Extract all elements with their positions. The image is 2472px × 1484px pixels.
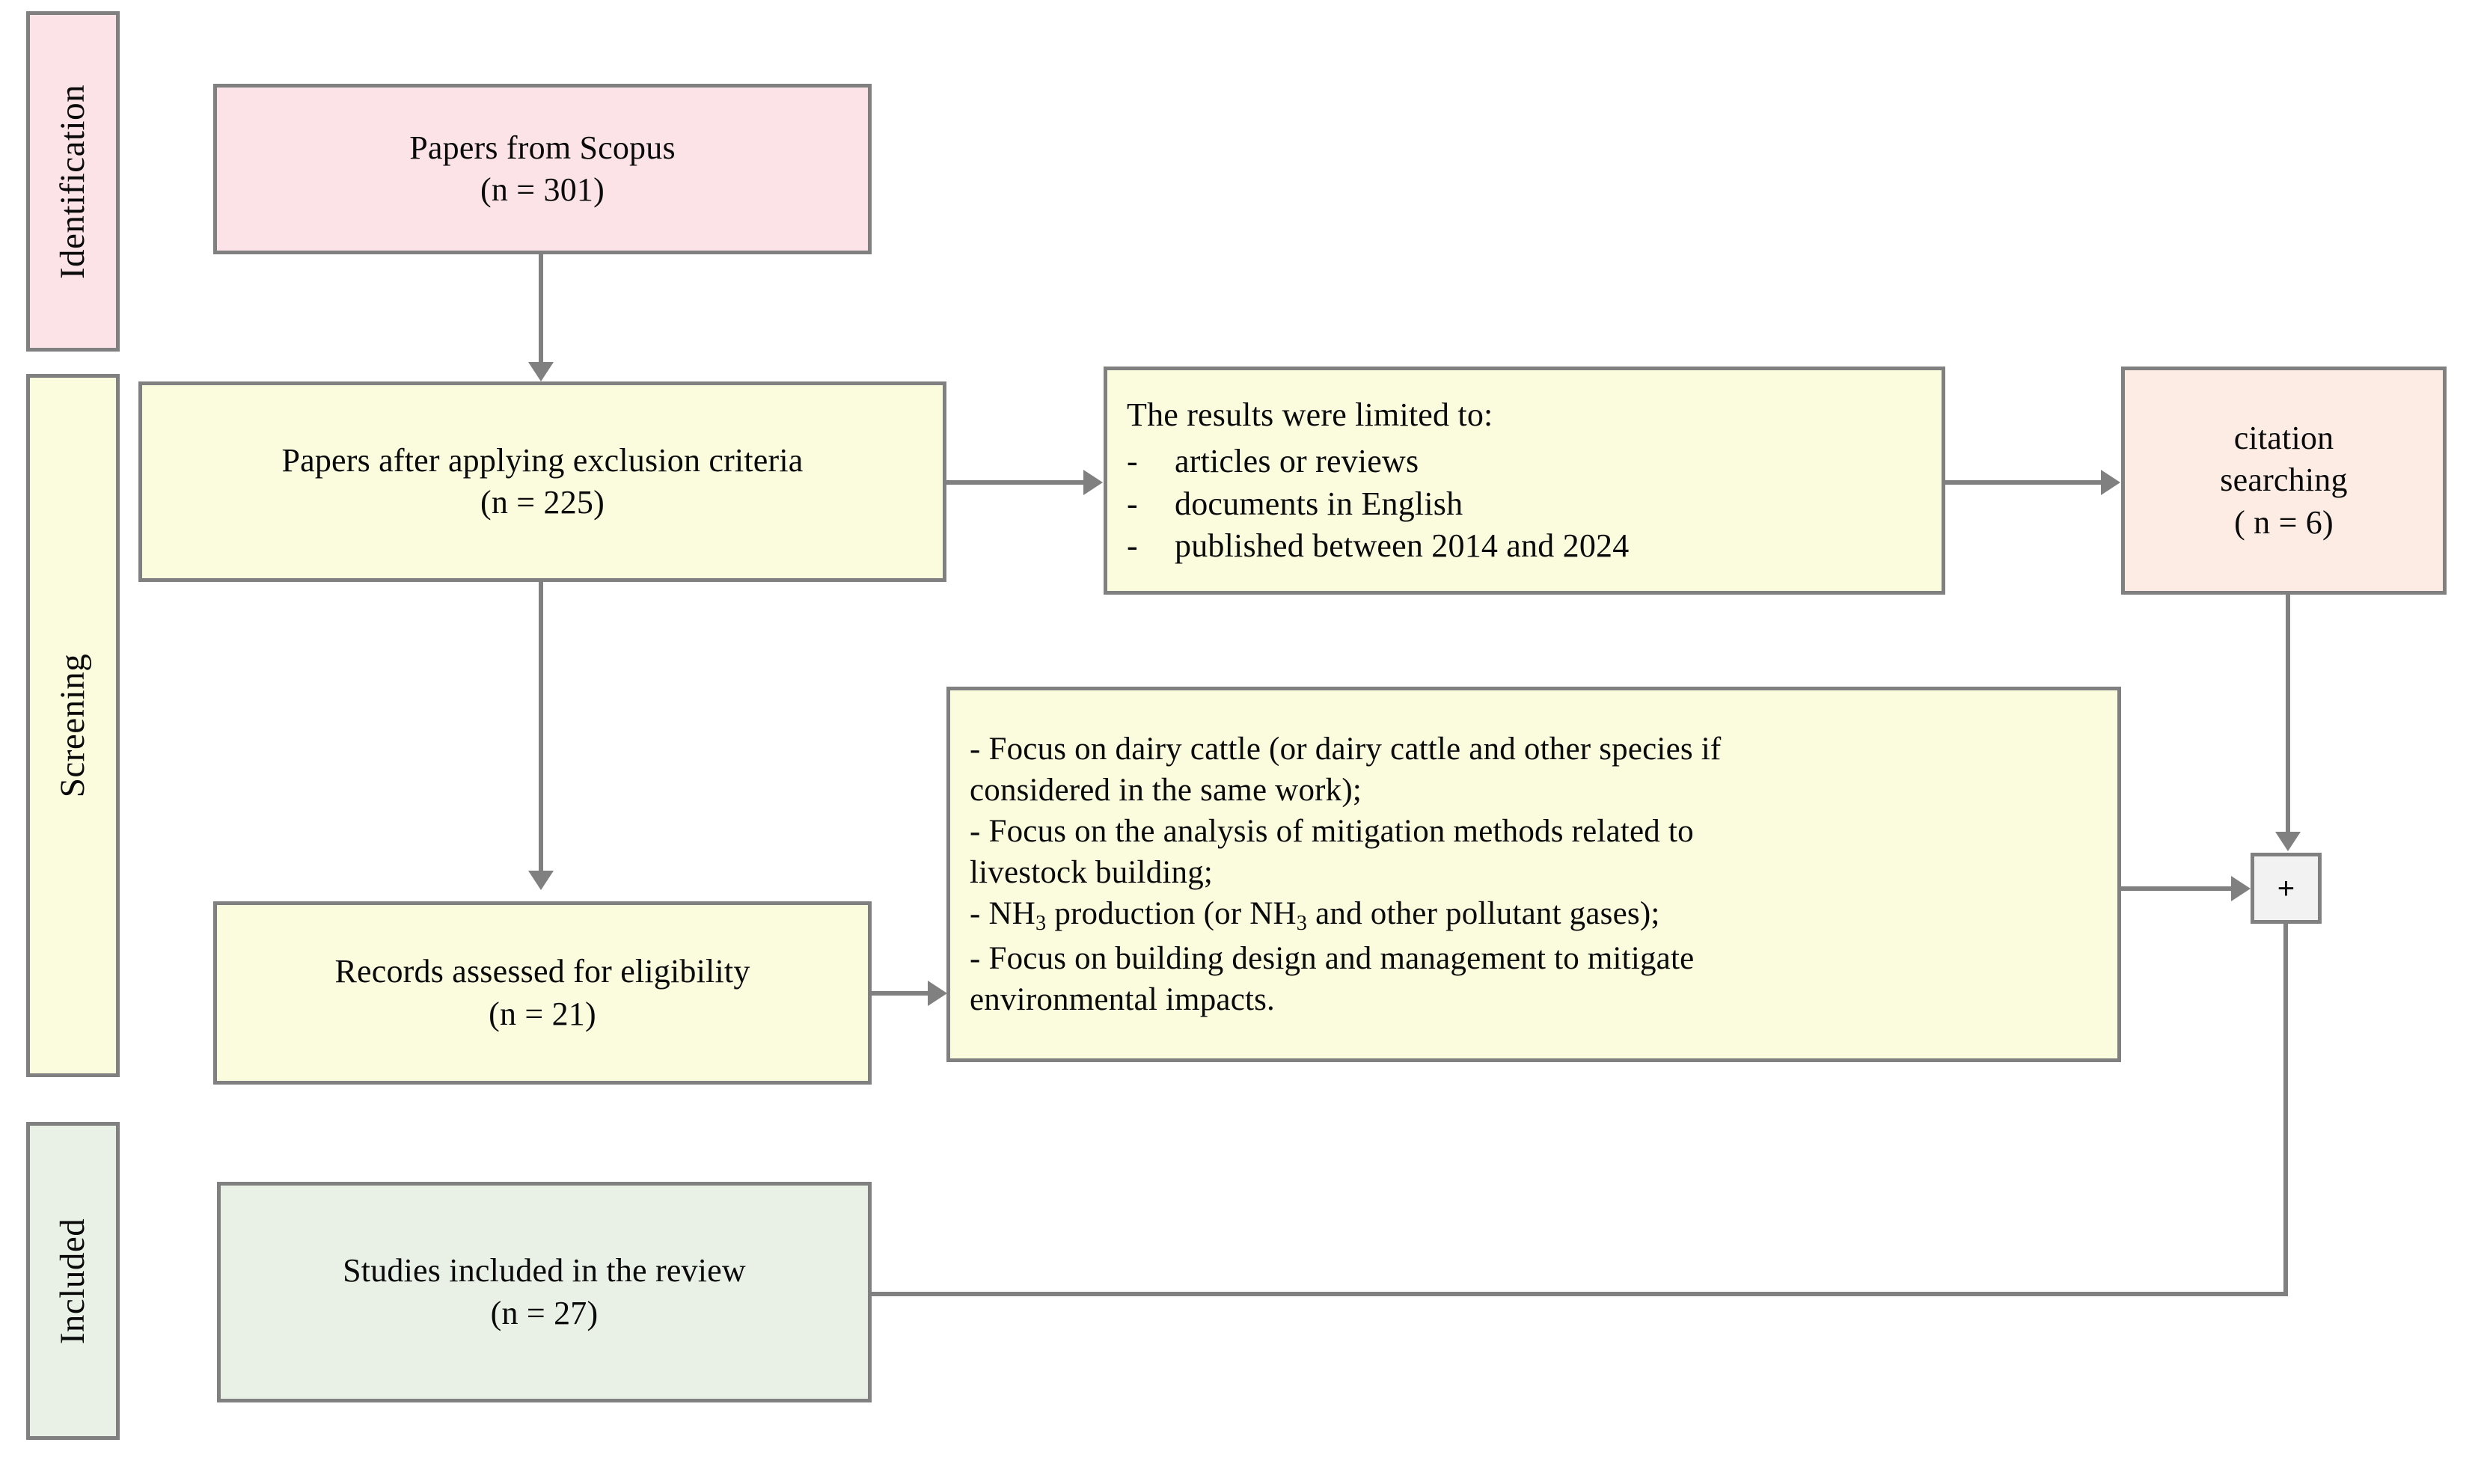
eligibility-title: Records assessed for eligibility bbox=[334, 953, 750, 990]
stage-bar-screening: Screening bbox=[26, 374, 120, 1077]
nh3-subscript-2: 3 bbox=[1296, 912, 1308, 936]
criteria-line-2: considered in the same work); bbox=[970, 773, 1362, 809]
connector-criteria-to-junction bbox=[2121, 886, 2233, 891]
box-records-assessed-eligibility: Records assessed for eligibility (n = 21… bbox=[213, 901, 872, 1085]
box-papers-after-exclusion: Papers after applying exclusion criteria… bbox=[138, 381, 946, 582]
box-citation-searching: citation searching ( n = 6) bbox=[2121, 367, 2447, 595]
stage-label-screening: Screening bbox=[53, 653, 93, 798]
included-studies-count: (n = 27) bbox=[490, 1294, 599, 1331]
connector-junction-to-included bbox=[868, 1292, 2288, 1296]
connector-exclusion-to-eligibility bbox=[539, 582, 543, 874]
connector-limits-to-citation bbox=[1945, 480, 2102, 485]
box-studies-included: Studies included in the review (n = 27) bbox=[217, 1182, 872, 1402]
after-exclusion-count: (n = 225) bbox=[480, 484, 605, 521]
connector-scopus-to-exclusion bbox=[539, 254, 543, 365]
connector-exclusion-to-limits bbox=[946, 480, 1085, 485]
limits-item-text: published between 2014 and 2024 bbox=[1175, 527, 1630, 564]
limits-item-text: documents in English bbox=[1175, 485, 1463, 522]
nh3-mid: production (or NH bbox=[1046, 896, 1297, 932]
stage-label-included: Included bbox=[53, 1218, 93, 1344]
limits-list-item: - published between 2014 and 2024 bbox=[1127, 525, 1931, 567]
criteria-line-5-nh3: - NH3 production (or NH3 and other pollu… bbox=[970, 893, 2107, 937]
scopus-title: Papers from Scopus bbox=[409, 129, 676, 166]
limits-list-item: - documents in English bbox=[1127, 483, 1931, 525]
nh3-suffix: and other pollutant gases); bbox=[1307, 896, 1660, 932]
citation-count: ( n = 6) bbox=[2234, 503, 2334, 541]
arrowhead-eligibility-to-criteria bbox=[928, 981, 947, 1006]
connector-junction-down bbox=[2283, 924, 2288, 1296]
eligibility-count: (n = 21) bbox=[489, 995, 596, 1032]
bullet-dash-icon: - bbox=[1127, 443, 1138, 480]
arrowhead-citation-to-junction bbox=[2275, 832, 2301, 851]
limits-list: - articles or reviews - documents in Eng… bbox=[1127, 441, 1931, 567]
limits-list-item: - articles or reviews bbox=[1127, 441, 1931, 482]
criteria-line-1: - Focus on dairy cattle (or dairy cattle… bbox=[970, 732, 1722, 767]
stage-label-identification: Identification bbox=[53, 84, 93, 279]
citation-line2: searching bbox=[2220, 462, 2348, 499]
bullet-dash-icon: - bbox=[1127, 527, 1138, 564]
bullet-dash-icon: - bbox=[1127, 485, 1138, 522]
limits-item-text: articles or reviews bbox=[1175, 443, 1419, 480]
arrowhead-exclusion-to-eligibility bbox=[528, 871, 554, 890]
included-studies-title: Studies included in the review bbox=[343, 1252, 746, 1290]
nh3-subscript-1: 3 bbox=[1035, 912, 1047, 936]
arrowhead-criteria-to-junction bbox=[2231, 876, 2251, 901]
connector-citation-to-junction bbox=[2286, 595, 2290, 834]
citation-line1: citation bbox=[2233, 420, 2334, 457]
criteria-line-7: environmental impacts. bbox=[970, 981, 1276, 1017]
box-inclusion-criteria: - Focus on dairy cattle (or dairy cattle… bbox=[946, 687, 2121, 1062]
connector-eligibility-to-criteria bbox=[872, 991, 931, 996]
box-results-limited-to: The results were limited to: - articles … bbox=[1104, 367, 1945, 595]
arrowhead-exclusion-to-limits bbox=[1083, 470, 1103, 495]
after-exclusion-title: Papers after applying exclusion criteria bbox=[281, 441, 804, 479]
arrowhead-scopus-to-exclusion bbox=[528, 362, 554, 381]
merge-junction-box: + bbox=[2251, 853, 2322, 924]
stage-bar-included: Included bbox=[26, 1122, 120, 1440]
scopus-count: (n = 301) bbox=[480, 171, 605, 208]
stage-bar-identification: Identification bbox=[26, 11, 120, 352]
nh3-prefix: - NH bbox=[970, 896, 1035, 932]
arrowhead-limits-to-citation bbox=[2101, 470, 2120, 495]
plus-icon: + bbox=[2277, 872, 2295, 906]
criteria-line-6: - Focus on building design and managemen… bbox=[970, 940, 1695, 976]
criteria-line-3: - Focus on the analysis of mitigation me… bbox=[970, 814, 1694, 850]
criteria-line-4: livestock building; bbox=[970, 855, 1214, 891]
box-papers-from-scopus: Papers from Scopus (n = 301) bbox=[213, 84, 872, 254]
limits-heading: The results were limited to: bbox=[1127, 396, 1493, 433]
